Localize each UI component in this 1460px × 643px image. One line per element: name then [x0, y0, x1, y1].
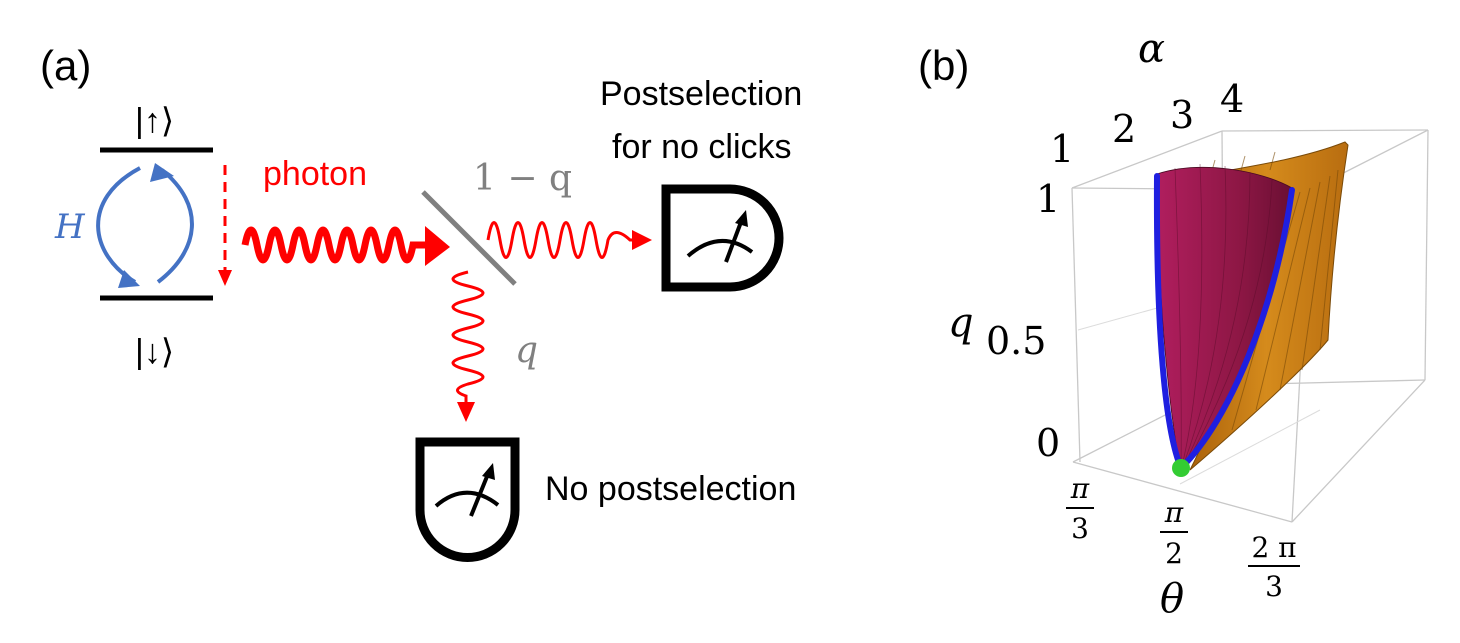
alpha-tick-1: 1	[1050, 127, 1074, 171]
detector-top-body	[661, 184, 784, 292]
theta-tick-1-num: π	[1070, 472, 1090, 505]
level-down-label: |↓⟩	[135, 333, 174, 371]
photon-arrowhead	[425, 226, 450, 266]
detector-bottom-label: No postselection	[545, 470, 796, 508]
transmission-label: 1 − q	[473, 158, 572, 199]
theta-tick-pi-2: π 2	[1160, 496, 1188, 570]
panel-b-label: (b)	[918, 42, 969, 89]
axis-alpha-label: α	[1138, 26, 1165, 72]
alpha-tick-4: 4	[1220, 77, 1244, 121]
drive-arrow-up	[156, 168, 194, 284]
drive-arrowhead-down	[118, 270, 140, 288]
detector-bottom-needle-head	[482, 463, 495, 480]
detector-bottom-needle	[469, 473, 490, 517]
alpha-tick-3: 3	[1170, 93, 1194, 137]
q-tick-0-5: 0.5	[986, 319, 1046, 363]
axis-q-label: q	[948, 300, 974, 346]
transmitted-arrowhead	[632, 230, 652, 250]
q-tick-1: 1	[1036, 177, 1060, 221]
detector-top-dial	[686, 238, 754, 258]
detector-top-needle	[724, 221, 743, 263]
q-tick-0: 0	[1036, 421, 1060, 465]
detector-bottom-body	[415, 437, 520, 562]
detector-top	[661, 184, 784, 292]
magenta-mesh	[1174, 163, 1273, 467]
detector-top-label-line2: for no clicks	[612, 128, 792, 166]
theta-tick-1-den: 3	[1071, 512, 1089, 545]
theta-tick-2-den: 2	[1165, 537, 1183, 570]
detector-bottom-dial	[434, 490, 500, 508]
reflected-wave	[451, 270, 485, 404]
panel-a: (a) |↑⟩ |↓⟩ H photon 1 − q q Postselecti…	[40, 42, 802, 562]
drive-arrowhead-up	[150, 163, 174, 182]
reflected-arrowhead	[457, 402, 475, 422]
alpha-tick-2: 2	[1112, 107, 1136, 151]
theta-tick-3-den: 3	[1265, 570, 1283, 603]
hamiltonian-label: H	[54, 207, 86, 247]
origin-point	[1172, 459, 1190, 477]
theta-tick-2-num: π	[1164, 496, 1184, 529]
beam-splitter	[421, 190, 517, 286]
drive-arrow-down	[96, 166, 141, 284]
detector-top-needle-head	[735, 210, 748, 227]
theta-tick-pi-3: π 3	[1066, 472, 1094, 545]
axis-theta-label: θ	[1160, 576, 1184, 622]
detector-top-label-line1: Postselection	[600, 75, 802, 113]
transmitted-wave	[486, 221, 636, 259]
reflection-label: q	[515, 330, 538, 371]
theta-tick-3-num: 2 π	[1251, 531, 1296, 564]
photon-label: photon	[263, 155, 367, 193]
theta-tick-2pi-3: 2 π 3	[1248, 531, 1300, 603]
panel-b: (b)	[918, 26, 1429, 622]
level-up-label: |↑⟩	[135, 102, 174, 140]
detector-bottom	[415, 437, 520, 562]
panel-a-label: (a)	[40, 42, 91, 89]
decay-arrowhead	[218, 270, 232, 286]
photon-wave	[241, 226, 428, 264]
